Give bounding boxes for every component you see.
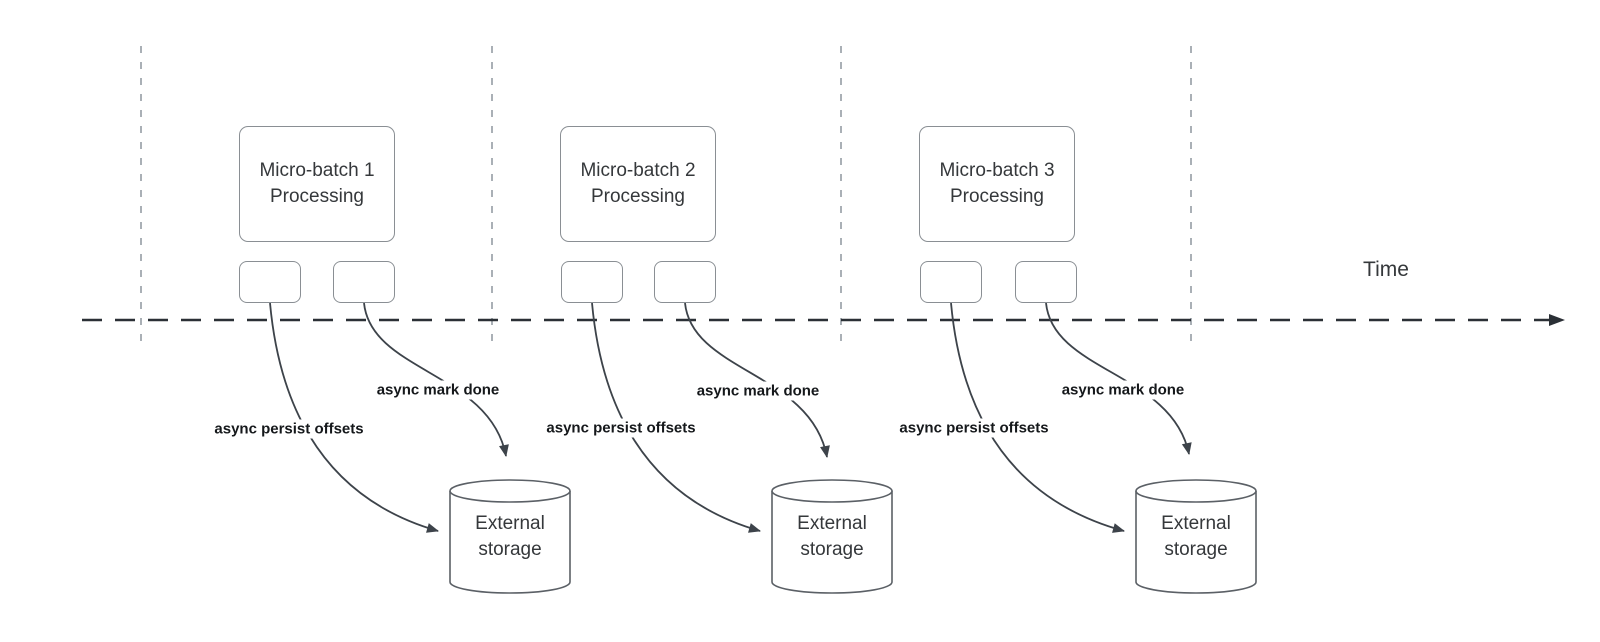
task-box-persist-3 [920, 261, 982, 303]
external-storage-cylinder [1135, 479, 1257, 594]
task-box-persist-2 [561, 261, 623, 303]
external-storage-cylinder [771, 479, 893, 594]
external-storage-cylinder [449, 479, 571, 594]
task-box-persist-1 [239, 261, 301, 303]
micro-batch-2-box: Micro-batch 2 Processing [560, 126, 716, 242]
mark-done-arrow [363, 302, 509, 457]
persist-offsets-label: async persist offsets [542, 418, 700, 438]
persist-offsets-arrow [950, 302, 1125, 533]
micro-batch-3-title: Micro-batch 3 Processing [939, 160, 1055, 207]
persist-offsets-label: async persist offsets [210, 419, 368, 439]
mark-done-label: async mark done [692, 381, 824, 401]
external-storage-label: External storage [797, 513, 867, 560]
task-box-done-1 [333, 261, 395, 303]
mark-done-arrow [684, 302, 830, 458]
persist-offsets-label: async persist offsets [895, 418, 1053, 438]
time-axis-label: Time [1363, 258, 1409, 281]
micro-batch-2-title: Micro-batch 2 Processing [580, 160, 696, 207]
micro-batch-1-title: Micro-batch 1 Processing [259, 160, 375, 207]
micro-batch-1-box: Micro-batch 1 Processing [239, 126, 395, 242]
task-box-done-3 [1015, 261, 1077, 303]
external-storage-label: External storage [475, 513, 545, 560]
mark-done-label: async mark done [372, 380, 504, 400]
micro-batch-3-box: Micro-batch 3 Processing [919, 126, 1075, 242]
mark-done-label: async mark done [1057, 380, 1189, 400]
persist-offsets-arrow [269, 302, 439, 533]
mark-done-arrow [1045, 302, 1192, 455]
persist-offsets-arrow [591, 302, 761, 533]
task-box-done-2 [654, 261, 716, 303]
external-storage-label: External storage [1161, 513, 1231, 560]
